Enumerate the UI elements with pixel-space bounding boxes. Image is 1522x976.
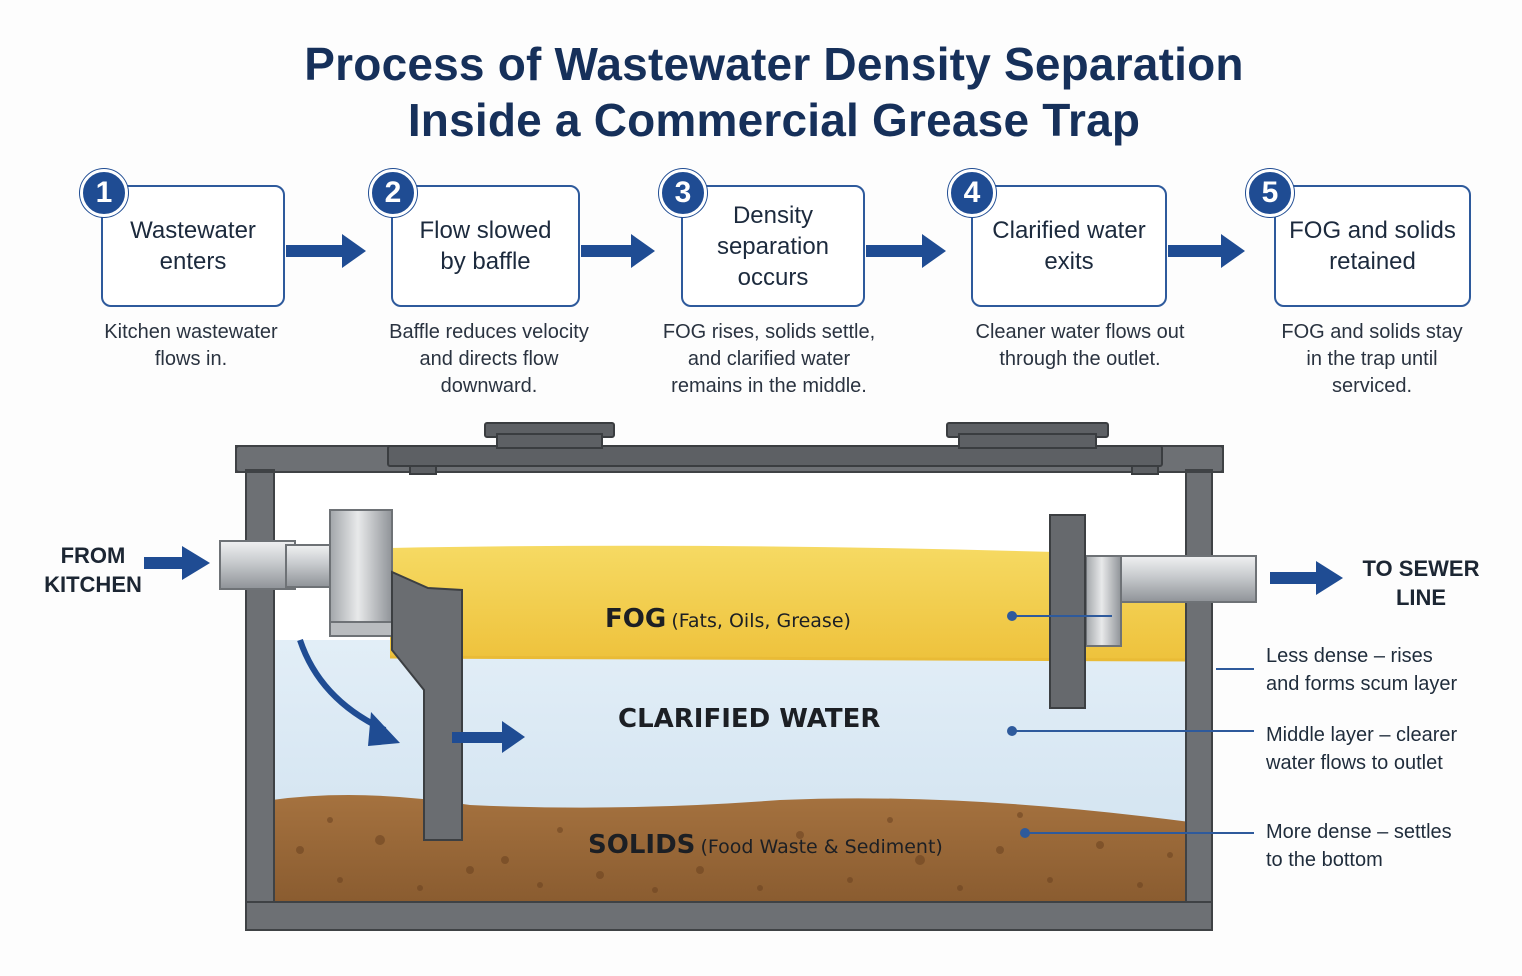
fog-layer bbox=[390, 545, 1190, 660]
step-2-description: Baffle reduces velocity and directs flow… bbox=[389, 321, 589, 397]
step-arrow-4-to-5 bbox=[1168, 234, 1245, 268]
inlet-label: FROM KITCHEN bbox=[44, 543, 142, 597]
step-3-description: FOG rises, solids settle, and clarified … bbox=[662, 321, 876, 397]
step-5-badge: 5 bbox=[1246, 169, 1294, 217]
fog-detail: (Fats, Oils, Grease) bbox=[671, 610, 851, 632]
step-1-description: Kitchen wastewater flows in. bbox=[104, 321, 278, 370]
solids-detail: (Food Waste & Sediment) bbox=[700, 836, 943, 858]
annotation-water: Middle layer – clearer water flows to ou… bbox=[1266, 724, 1458, 774]
page-title: Process of Wastewater Density Separation… bbox=[304, 38, 1244, 146]
step-1-badge: 1 bbox=[80, 169, 128, 217]
step-2-badge: 2 bbox=[369, 169, 417, 217]
step-4-label: Clarified water exits bbox=[992, 217, 1146, 275]
step-4-badge: 4 bbox=[948, 169, 996, 217]
step-3-label: Density separation occurs bbox=[716, 201, 830, 291]
step-3-box: Density separation occurs bbox=[681, 185, 865, 307]
step-4-box: Clarified water exits bbox=[971, 185, 1167, 307]
outlet-label: TO SEWER LINE bbox=[1362, 556, 1480, 610]
solids-layer-label: SOLIDS (Food Waste & Sediment) bbox=[588, 830, 943, 860]
solids-name: SOLIDS bbox=[588, 830, 696, 860]
step-arrows bbox=[286, 234, 1245, 268]
step-5-label: FOG and solids retained bbox=[1289, 217, 1456, 275]
step-arrow-3-to-4 bbox=[866, 234, 946, 268]
water-name: CLARIFIED WATER bbox=[618, 704, 881, 734]
outlet-pipe bbox=[1049, 514, 1257, 709]
step-5-description: FOG and solids stay in the trap until se… bbox=[1281, 321, 1463, 397]
water-layer-label: CLARIFIED WATER bbox=[618, 704, 880, 734]
fog-name: FOG bbox=[605, 604, 667, 634]
annotation-fog: Less dense – rises and forms scum layer bbox=[1266, 645, 1458, 695]
step-4-description: Cleaner water flows out through the outl… bbox=[975, 321, 1185, 370]
access-lids bbox=[387, 422, 1163, 475]
step-2-label: Flow slowed by baffle bbox=[419, 217, 552, 275]
annotation-solids: More dense – settles to the bottom bbox=[1266, 821, 1452, 871]
step-1-box: Wastewater enters bbox=[101, 185, 285, 307]
inlet-pipe bbox=[219, 509, 393, 637]
step-arrow-1-to-2 bbox=[286, 234, 366, 268]
step-3-badge: 3 bbox=[659, 169, 707, 217]
annotation-leaders bbox=[1012, 615, 1254, 834]
baffle bbox=[391, 570, 463, 841]
solids-texture bbox=[296, 812, 1173, 893]
fog-layer-label: FOG (Fats, Oils, Grease) bbox=[605, 604, 851, 634]
solids-layer bbox=[272, 795, 1190, 902]
step-2-box: Flow slowed by baffle bbox=[391, 185, 580, 307]
step-5-box: FOG and solids retained bbox=[1274, 185, 1471, 307]
step-1-label: Wastewater enters bbox=[130, 217, 256, 275]
step-arrow-2-to-3 bbox=[581, 234, 655, 268]
flow-arrows bbox=[144, 546, 1343, 753]
